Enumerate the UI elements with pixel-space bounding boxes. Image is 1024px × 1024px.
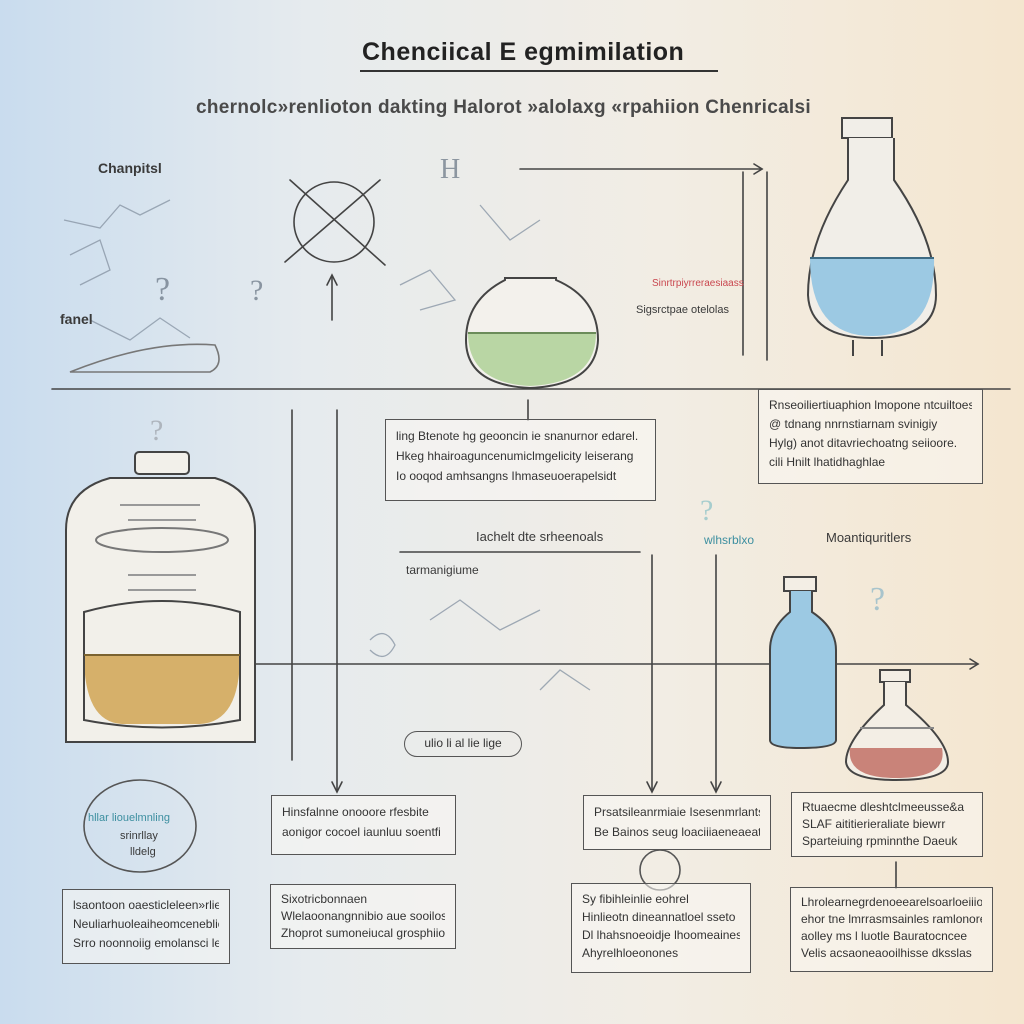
mid-arrow-head: [969, 658, 980, 670]
left-dish-curve: [69, 343, 220, 373]
box-line: aolley ms l luotle Bauratocncee: [801, 929, 968, 943]
svg-text:?: ?: [155, 271, 170, 308]
round-flask-green: [464, 277, 600, 390]
circle-text-3: lldelg: [130, 846, 156, 858]
box-line: ehor tne lmrrasmsainles ramlonorels: [801, 912, 982, 926]
mid-vertical-1-arrow: [646, 781, 658, 794]
box-line: Srro noonnoiig emolansci leane: [73, 936, 219, 950]
label-middle-heading-mid: wlhsrblxo: [704, 533, 755, 547]
box-line: Wlelaoonangnnibio aue sooilos,: [281, 909, 445, 923]
box-bottom-center-right: Sy fibihleinlie eohrel Hinlieotn dineann…: [571, 883, 751, 973]
box-line: Neuliarhuoleaiheomceneblioa: [73, 917, 219, 931]
box-bottom-left-outer: lsaontoon oaesticleleen»rlies Neuliarhuo…: [62, 889, 230, 964]
up-arrow-head: [326, 273, 338, 286]
box-line: Prsatsileanrmiaie Isesenmrlants: [594, 805, 760, 819]
svg-text:?: ?: [250, 274, 263, 307]
question-glyphs: ? ? H ? ? ?: [150, 154, 885, 618]
box-line: Velis acsaoneaooilhisse dksslas: [801, 946, 972, 960]
diagram-subtitle: chernolc»renlioton dakting Halorot »alol…: [196, 97, 811, 118]
box-line: Zhoprot sumoneiucal grosphiion: [281, 926, 445, 940]
label-top-left: Chanpitsl: [98, 160, 162, 176]
left-vertical-arrow: [331, 781, 343, 794]
diagram-title: Chenciical E egmimilation: [362, 38, 685, 66]
mixer-cross-b: [284, 179, 381, 263]
box-top-right: Rnseoiliertiuaphion lmopone ntcuiltoes @…: [758, 389, 983, 484]
svg-text:?: ?: [150, 414, 163, 447]
box-line: Dl lhahsnoeoidje lhoomeaines: [582, 928, 740, 942]
box-bottom-mid-left: Hinsfalnne onooore rfesbite aonigor coco…: [271, 795, 456, 855]
pill-label: ulio li al lie lige: [404, 731, 522, 757]
mid-vertical-2-arrow: [710, 781, 722, 794]
box-line: SLAF aititierieraliate biewrr: [802, 817, 946, 831]
label-middle-sub: tarmanigiume: [406, 563, 479, 577]
mixer-circle: [293, 181, 375, 263]
label-red-annotation-2: Sigsrctpae otelolas: [636, 304, 729, 316]
label-red-annotation: Sinrtrpiyrreraesiaass: [652, 278, 744, 289]
box-top-center: ling Btenote hg geooncin ie snanurnor ed…: [385, 419, 656, 501]
box-line: Be Bainos seug loaciiiaeneaeatiig: [594, 825, 760, 839]
svg-text:?: ?: [870, 581, 885, 618]
box-line: Lhrolearnegrdenoeearelsoarloeiiior: [801, 895, 982, 909]
box-line: Hylg) anot ditavriechoatng seiioore.: [769, 436, 958, 450]
box-line: Ahyrelhloeonones: [582, 946, 679, 960]
box-line: cili Hnilt lhatidhaghlae: [769, 455, 886, 469]
box-bottom-right-bottom: Lhrolearnegrdenoeearelsoarloeiiior ehor …: [790, 887, 993, 972]
svg-text:H: H: [440, 154, 460, 185]
bottle-blue: [769, 576, 837, 750]
top-arrow-head: [753, 163, 764, 175]
box-bottom-mid-right: Prsatsileanrmiaie Isesenmrlants Be Baino…: [583, 795, 771, 850]
svg-text:?: ?: [700, 494, 713, 527]
box-line: @ tdnang nnrnstiarnam svinigiy: [769, 417, 938, 431]
bottom-left-circle-frame: [83, 779, 197, 873]
box-line: Io ooqod amhsangns Ihmaseuoerapelsidt: [396, 469, 617, 483]
circle-text-1: hllar liouelmnling: [88, 812, 170, 824]
box-line: Hinsfalnne onooore rfesbite: [282, 805, 429, 819]
box-line: Rtuaecme dleshtclmeeusse&a: [802, 800, 965, 814]
box-line: Sy fibihleinlie eohrel: [582, 892, 689, 906]
box-line: Sparteiuing rpminnthe Daeuk: [802, 834, 958, 848]
box-line: Hkeg hhairoaguncenumiclmgelicity leisera…: [396, 449, 634, 463]
label-middle-heading-right: Moantiquritlers: [826, 530, 912, 545]
box-line: lsaontoon oaesticleleen»rlies: [73, 898, 219, 912]
box-line: aonigor cocoel iaunluu soentfi: [282, 825, 441, 839]
title-underline: [360, 70, 718, 72]
box-line: Rnseoiliertiuaphion lmopone ntcuiltoes: [769, 398, 972, 412]
box-line: Sixotricbonnaen: [281, 892, 368, 906]
box-bottom-center-left: Sixotricbonnaen Wlelaoonangnnibio aue so…: [270, 884, 456, 949]
label-middle-heading-left: Iachelt dte srheenoals: [476, 529, 604, 544]
erlenmeyer-flask-red: [844, 669, 950, 782]
erlenmeyer-flask-blue: [806, 117, 938, 356]
large-jar-amber: [65, 451, 256, 743]
label-left-mid: fanel: [60, 311, 93, 327]
circle-text-2: srinrllay: [120, 830, 158, 842]
box-bottom-right-top: Rtuaecme dleshtclmeeusse&a SLAF aititier…: [791, 792, 983, 857]
box-line: Hinlieotn dineannatloel sseto: [582, 910, 736, 924]
box-line: ling Btenote hg geooncin ie snanurnor ed…: [396, 429, 639, 443]
molecule-scribbles: [63, 199, 591, 691]
mixer-cross-a: [289, 179, 386, 266]
